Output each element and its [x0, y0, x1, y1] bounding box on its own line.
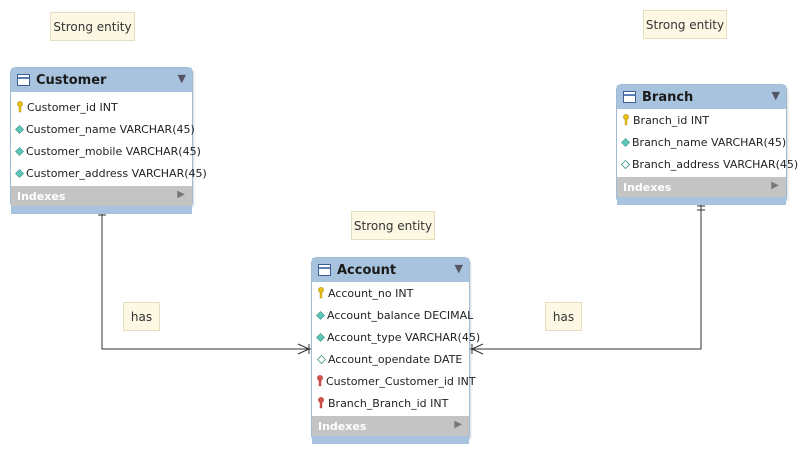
field-type: VARCHAR(45)	[711, 135, 787, 149]
entity-title: Account	[337, 262, 397, 278]
field-row[interactable]: Account_type VARCHAR(45)	[312, 326, 480, 348]
nonnull-column-icon	[15, 123, 24, 135]
field-name: Customer_id	[27, 100, 96, 114]
account-many-marker-right-crow	[470, 343, 484, 355]
field-type: VARCHAR(45)	[405, 330, 481, 344]
field-name: Account_no	[328, 286, 392, 300]
expand-triangle-icon[interactable]: ▶	[771, 180, 779, 191]
primary-key-icon	[316, 287, 326, 299]
branch-indexes-section[interactable]: Indexes ▶	[617, 177, 786, 197]
nullable-column-icon	[316, 353, 326, 365]
field-row[interactable]: Branch_address VARCHAR(45)	[617, 153, 798, 175]
field-type: INT	[99, 100, 118, 114]
field-row[interactable]: Account_no INT	[312, 282, 469, 304]
foreign-key-icon	[316, 397, 326, 409]
account-fields: Account_no INT Account_balance DECIMAL A…	[312, 282, 480, 416]
account-indexes-section[interactable]: Indexes ▶	[312, 416, 469, 436]
field-type: INT	[430, 396, 449, 410]
indexes-label: Indexes	[623, 180, 672, 194]
customer-fields: Customer_id INT Customer_name VARCHAR(45…	[11, 92, 207, 186]
customer-strong-entity-note[interactable]: Strong entity	[50, 12, 135, 41]
field-row[interactable]: Account_opendate DATE	[312, 348, 469, 370]
collapse-triangle-icon[interactable]: ▼	[771, 89, 780, 102]
branch-entity-header[interactable]: Branch ▼	[617, 85, 786, 109]
expand-triangle-icon[interactable]: ▶	[177, 189, 185, 200]
field-type: VARCHAR(45)	[119, 122, 195, 136]
indexes-label: Indexes	[318, 419, 367, 433]
entity-footer	[312, 436, 469, 444]
field-type: INT	[457, 374, 476, 388]
field-name: Account_type	[327, 330, 402, 344]
field-name: Branch_Branch_id	[328, 396, 427, 410]
customer-indexes-section[interactable]: Indexes ▶	[11, 186, 192, 206]
entity-title: Customer	[36, 72, 107, 88]
branch-account-relationship-line[interactable]	[470, 202, 702, 350]
field-row[interactable]: Customer_address VARCHAR(45)	[11, 162, 207, 184]
primary-key-icon	[621, 114, 631, 126]
field-name: Customer_name	[26, 122, 117, 136]
nullable-column-icon	[620, 158, 631, 170]
nonnull-column-icon	[15, 167, 24, 179]
right-has-relationship-label[interactable]: has	[545, 302, 582, 331]
field-type: VARCHAR(45)	[125, 144, 201, 158]
field-row[interactable]: Customer_mobile VARCHAR(45)	[11, 140, 201, 162]
account-entity[interactable]: Account ▼ Account_no INT Account_balance…	[311, 257, 480, 444]
nonnull-column-icon	[15, 145, 24, 157]
field-name: Customer_address	[26, 166, 129, 180]
field-type: VARCHAR(45)	[723, 157, 798, 171]
nonnull-column-icon	[316, 309, 325, 321]
branch-fields: Branch_id INT Branch_name VARCHAR(45) Br…	[617, 109, 798, 177]
collapse-triangle-icon[interactable]: ▼	[177, 72, 186, 85]
account-strong-entity-note[interactable]: Strong entity	[351, 211, 435, 240]
field-type: DECIMAL	[423, 308, 474, 322]
field-type: VARCHAR(45)	[131, 166, 207, 180]
table-icon	[17, 74, 30, 86]
indexes-label: Indexes	[17, 189, 66, 203]
field-name: Branch_name	[632, 135, 708, 149]
left-has-relationship-label[interactable]: has	[123, 302, 160, 331]
collapse-triangle-icon[interactable]: ▼	[454, 262, 463, 275]
account-many-marker-left-crow	[297, 343, 311, 355]
field-type: INT	[690, 113, 710, 127]
table-icon	[623, 91, 636, 103]
field-name: Customer_Customer_id	[326, 374, 454, 388]
customer-account-relationship-line[interactable]	[101, 207, 311, 350]
nonnull-column-icon	[316, 331, 325, 343]
field-row[interactable]: Branch_id INT	[617, 109, 786, 131]
field-row[interactable]: Branch_name VARCHAR(45)	[617, 131, 786, 153]
account-entity-header[interactable]: Account ▼	[312, 258, 469, 282]
expand-triangle-icon[interactable]: ▶	[454, 419, 462, 430]
foreign-key-icon	[316, 375, 324, 387]
field-row[interactable]: Customer_Customer_id INT	[312, 370, 476, 392]
nonnull-column-icon	[621, 136, 630, 148]
field-name: Branch_address	[632, 157, 720, 171]
field-row[interactable]: Customer_id INT	[11, 96, 192, 118]
customer-entity-header[interactable]: Customer ▼	[11, 68, 192, 92]
branch-entity[interactable]: Branch ▼ Branch_id INT Branch_name VARCH…	[616, 84, 798, 205]
table-icon	[318, 264, 331, 276]
primary-key-icon	[15, 101, 25, 113]
customer-entity[interactable]: Customer ▼ Customer_id INT Customer_name…	[10, 67, 207, 214]
field-type: INT	[395, 286, 414, 300]
branch-strong-entity-note[interactable]: Strong entity	[643, 10, 727, 39]
field-name: Customer_mobile	[26, 144, 123, 158]
field-type: DATE	[433, 352, 463, 366]
entity-title: Branch	[642, 89, 694, 105]
field-row[interactable]: Customer_name VARCHAR(45)	[11, 118, 195, 140]
entity-footer	[11, 206, 192, 214]
field-row[interactable]: Account_balance DECIMAL	[312, 304, 473, 326]
field-name: Branch_id	[633, 113, 688, 127]
entity-footer	[617, 197, 786, 205]
field-name: Account_balance	[327, 308, 421, 322]
field-name: Account_opendate	[328, 352, 431, 366]
field-row[interactable]: Branch_Branch_id INT	[312, 392, 469, 414]
